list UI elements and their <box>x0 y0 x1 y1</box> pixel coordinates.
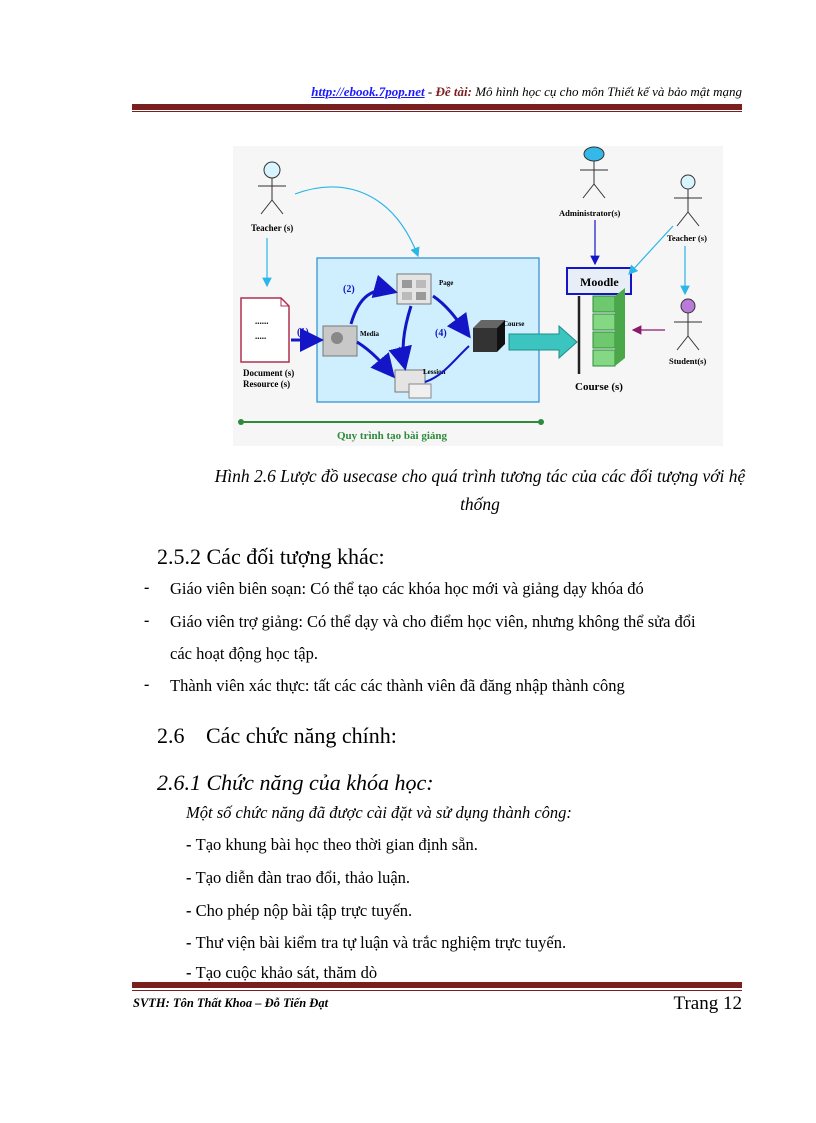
section-252-heading: 2.5.2 Các đối tượng khác: <box>157 544 385 570</box>
bullet-text-continued: các hoạt động học tập. <box>170 644 318 664</box>
document-label: Document (s) <box>243 368 294 378</box>
feature-item: - Thư viện bài kiểm tra tự luận và trắc … <box>186 933 566 953</box>
bullet-text: Giáo viên biên soạn: Có thể tạo các khóa… <box>170 579 644 599</box>
moodle-label: Moodle <box>580 275 619 289</box>
resource-label: Resource (s) <box>243 379 290 389</box>
caption-line-2: thống <box>150 490 810 518</box>
course-stack-icon <box>593 288 625 366</box>
footer-rule-thin <box>132 990 742 991</box>
course-cube-icon <box>473 320 505 352</box>
teacher-left-label: Teacher (s) <box>251 223 293 233</box>
footer-authors: SVTH: Tôn Thất Khoa – Đỗ Tiến Đạt <box>133 996 328 1011</box>
bullet-dash: - <box>144 676 149 694</box>
usecase-figure: Teacher (s) ...... ..... Document (s) Re… <box>233 146 723 446</box>
header-url-link[interactable]: http://ebook.7pop.net <box>311 84 424 99</box>
student-label: Student(s) <box>669 356 706 366</box>
feature-item: - Tạo khung bài học theo thời gian định … <box>186 835 478 855</box>
header-topic: Mô hình học cụ cho môn Thiết kế và bảo m… <box>472 84 742 99</box>
document-dots-1: ...... <box>255 316 269 326</box>
course-big-label: Course (s) <box>575 381 623 393</box>
administrator-label: Administrator(s) <box>559 208 621 218</box>
header-separator: - <box>425 84 436 99</box>
section-261-intro: Một số chức năng đã được cài đặt và sử d… <box>186 803 572 823</box>
header-rule <box>132 104 742 110</box>
document-dots-2: ..... <box>255 331 266 341</box>
bullet-text: Thành viên xác thực: tất các các thành v… <box>170 676 625 696</box>
document-icon <box>241 298 289 362</box>
caption-line-1: Hình 2.6 Lược đồ usecase cho quá trình t… <box>150 462 810 490</box>
footer-rule <box>132 982 742 988</box>
feature-item: - Tạo cuộc khảo sát, thăm dò <box>186 963 377 983</box>
bullet-dash: - <box>144 612 149 630</box>
page-label: Page <box>439 279 453 287</box>
header-rule-thin <box>132 111 742 112</box>
step1-label: (1) <box>297 327 309 338</box>
figure-caption: Hình 2.6 Lược đồ usecase cho quá trình t… <box>150 462 810 518</box>
step4-label: (4) <box>435 328 447 339</box>
footer-page-number: Trang 12 <box>674 993 742 1015</box>
media-label: Media <box>360 330 380 338</box>
teacher-right-label: Teacher (s) <box>667 233 707 243</box>
step2-label: (2) <box>343 284 355 295</box>
bullet-text: Giáo viên trợ giảng: Có thể dạy và cho đ… <box>170 612 696 632</box>
course-small-label: Course <box>503 320 524 328</box>
section-26-number: 2.6 <box>157 723 185 749</box>
usecase-diagram: Teacher (s) ...... ..... Document (s) Re… <box>233 146 723 446</box>
bullet-dash: - <box>144 579 149 597</box>
feature-item: - Cho phép nộp bài tập trực tuyến. <box>186 901 412 921</box>
header-topic-label: Đề tài: <box>435 84 471 99</box>
feature-item: - Tạo diễn đàn trao đổi, thảo luận. <box>186 868 410 888</box>
page-header: http://ebook.7pop.net - Đề tài: Mô hình … <box>311 84 742 100</box>
section-26-title: Các chức năng chính: <box>206 723 397 749</box>
section-261-heading: 2.6.1 Chức năng của khóa học: <box>157 770 434 796</box>
process-label: Quy trình tạo bài giảng <box>337 430 448 442</box>
